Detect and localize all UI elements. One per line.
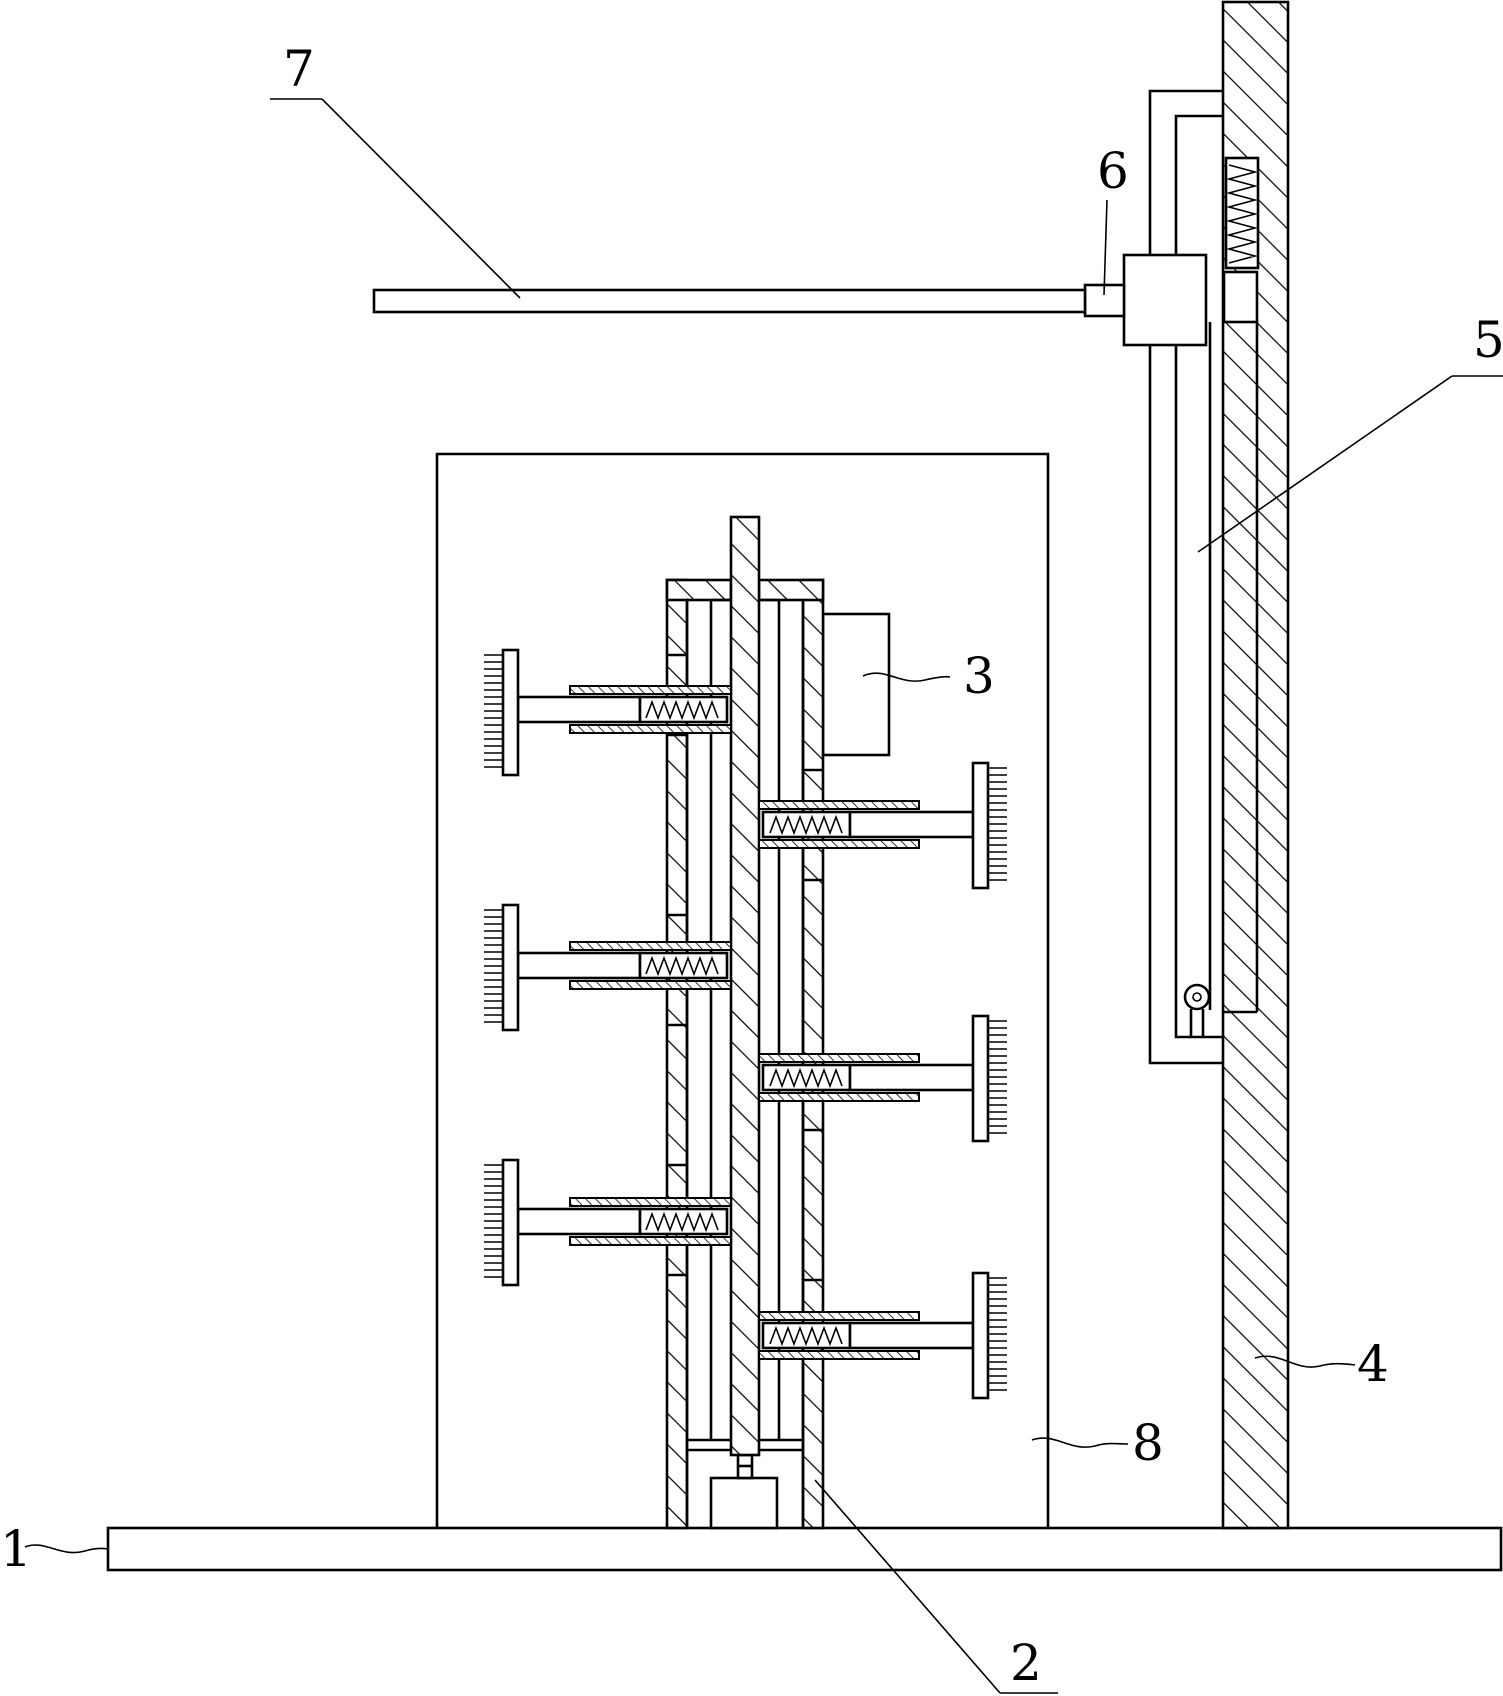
brush-arm-right-1 xyxy=(758,761,1007,890)
label-base: 1 xyxy=(0,1520,32,1578)
brush-arm-left-3 xyxy=(484,1158,732,1287)
label-motor-housing: 2 xyxy=(1010,1634,1042,1692)
leader-lines xyxy=(24,98,1503,1694)
arm-rod xyxy=(372,288,1087,314)
reference-labels: 7 6 5 3 4 8 1 2 xyxy=(0,40,1503,1692)
label-column: 4 xyxy=(1357,1335,1389,1393)
label-motor: 3 xyxy=(963,647,995,705)
label-guide-rail: 5 xyxy=(1473,311,1503,369)
label-arm-rod: 7 xyxy=(283,40,315,98)
brush-arm-right-2 xyxy=(758,1014,1007,1143)
brush-arm-left-2 xyxy=(484,903,732,1032)
brush-arm-left-1 xyxy=(484,648,732,777)
motor-box xyxy=(821,612,891,757)
base-plate xyxy=(106,1526,1503,1572)
label-slider-joint: 6 xyxy=(1097,142,1129,200)
slider-block xyxy=(1083,253,1208,347)
central-shaft xyxy=(729,515,761,1457)
label-cabinet: 8 xyxy=(1132,1414,1164,1472)
brush-arm-right-3 xyxy=(758,1271,1007,1400)
cabinet xyxy=(435,452,1050,1528)
guide-rail-assembly xyxy=(1148,89,1260,1065)
